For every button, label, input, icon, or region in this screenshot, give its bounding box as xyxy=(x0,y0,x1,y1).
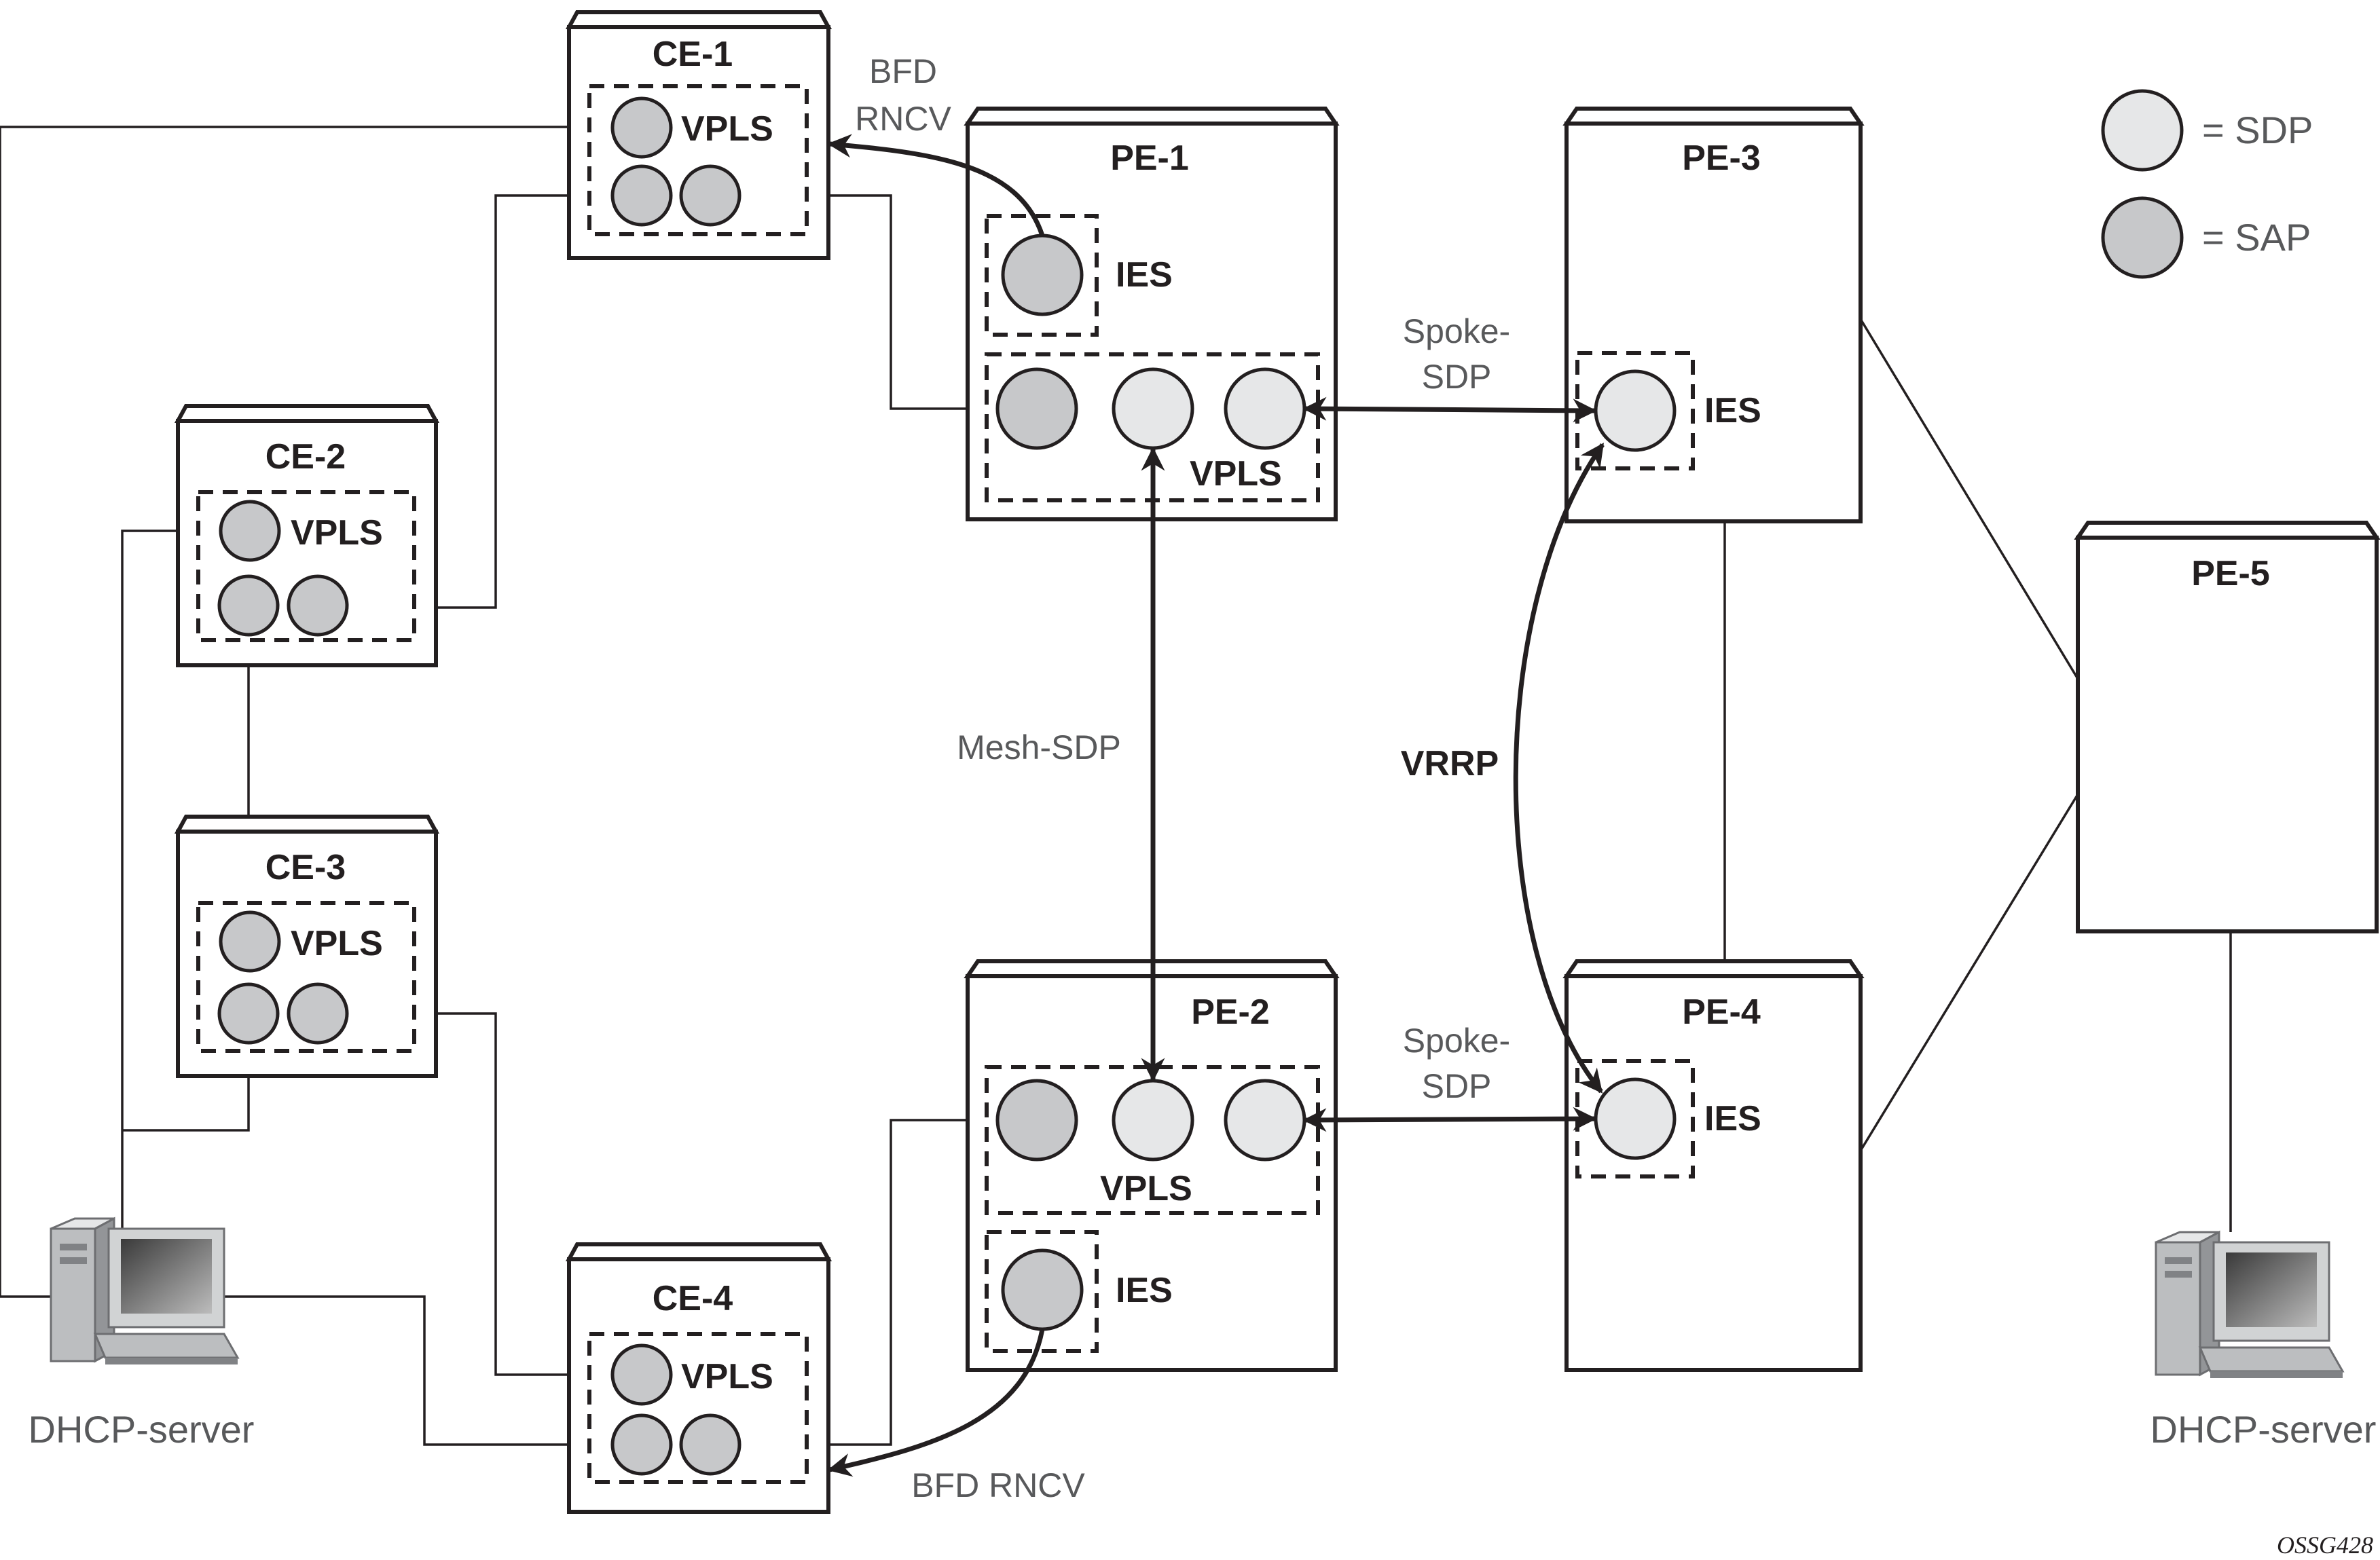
pe-4-ies-label: IES xyxy=(1704,1099,1761,1138)
figure-id: OSSG428 xyxy=(2277,1531,2373,1559)
spoke-sdp-bottom-label-line2: SDP xyxy=(1422,1067,1492,1105)
ce-3-vpls-label: VPLS xyxy=(291,924,383,963)
ce-2-node: CE-2 VPLS xyxy=(174,404,440,667)
spoke-sdp-bottom-arrow xyxy=(1302,1107,1597,1132)
spoke-sdp-bottom-label-line1: Spoke- xyxy=(1403,1022,1510,1060)
spoke-sdp-top-label-line2: SDP xyxy=(1422,358,1492,396)
bfd-top-label-line1: BFD xyxy=(869,52,937,90)
pe-3-label: PE-3 xyxy=(1682,138,1761,178)
ce-3-node: CE-3 VPLS xyxy=(174,815,440,1078)
mesh-sdp-label: Mesh-SDP xyxy=(957,728,1121,766)
ce-1-label: CE-1 xyxy=(653,35,733,74)
dhcp-server-left: DHCP-server xyxy=(29,1217,255,1451)
ce-3-label: CE-3 xyxy=(266,848,346,887)
ce-2-vpls-label: VPLS xyxy=(291,513,383,553)
bfd-rncv-bottom-arrow xyxy=(827,1329,1045,1477)
service-arrows xyxy=(827,134,1605,1477)
pe-2-ies-label: IES xyxy=(1116,1271,1173,1310)
pe-1-ies-label: IES xyxy=(1116,255,1173,295)
legend: = SDP = SAP xyxy=(2101,89,2313,279)
link-ce1-dhcp-left xyxy=(0,126,569,1298)
dhcp-server-right: DHCP-server xyxy=(2150,1230,2377,1451)
pe-5-node: PE-5 xyxy=(2074,521,2380,933)
link-pe4-pe5 xyxy=(1859,794,2079,1151)
bfd-rncv-top-arrow xyxy=(827,134,1045,237)
legend-sdp-label: = SDP xyxy=(2202,109,2313,151)
pe-2-label: PE-2 xyxy=(1191,992,1270,1032)
bfd-bottom-label: BFD RNCV xyxy=(911,1466,1085,1504)
legend-sdp-swatch xyxy=(2101,89,2184,172)
spoke-sdp-top-label-line1: Spoke- xyxy=(1403,312,1510,350)
pe-1-vpls-label: VPLS xyxy=(1190,454,1282,494)
pe-1-label: PE-1 xyxy=(1110,138,1189,178)
dhcp-server-left-label: DHCP-server xyxy=(29,1408,255,1451)
ce-1-node: CE-1 VPLS xyxy=(565,10,832,260)
legend-sap-label: = SAP xyxy=(2202,216,2311,259)
pe-5-label: PE-5 xyxy=(2191,554,2270,593)
ce-4-label: CE-4 xyxy=(653,1279,733,1318)
legend-sap-swatch xyxy=(2101,196,2184,279)
link-pe3-pe5 xyxy=(1859,318,2079,680)
pe-3-node: PE-3 IES xyxy=(1562,107,1865,523)
ce-1-vpls-label: VPLS xyxy=(681,109,773,149)
pe-4-label: PE-4 xyxy=(1682,992,1761,1032)
vrrp-arrow xyxy=(1513,443,1605,1094)
pe-2-vpls-label: VPLS xyxy=(1100,1169,1192,1208)
vrrp-label: VRRP xyxy=(1401,744,1499,783)
pe-4-node: PE-4 IES xyxy=(1562,959,1865,1372)
spoke-sdp-top-arrow xyxy=(1302,396,1597,423)
ce-4-vpls-label: VPLS xyxy=(681,1357,773,1396)
pe-3-ies-label: IES xyxy=(1704,391,1761,430)
ce-2-label: CE-2 xyxy=(266,437,346,477)
bfd-top-label-line2: RNCV xyxy=(855,100,951,138)
ce-4-node: CE-4 VPLS xyxy=(565,1242,832,1514)
dhcp-server-right-label: DHCP-server xyxy=(2150,1408,2377,1451)
computer-icon xyxy=(50,1217,240,1364)
computer-icon xyxy=(2155,1230,2345,1378)
links xyxy=(0,126,2232,1446)
link-dhcp-left-ce4 xyxy=(224,1295,611,1446)
link-labels: BFD RNCV BFD RNCV Spoke- SDP Spoke- SDP … xyxy=(855,52,1510,1504)
